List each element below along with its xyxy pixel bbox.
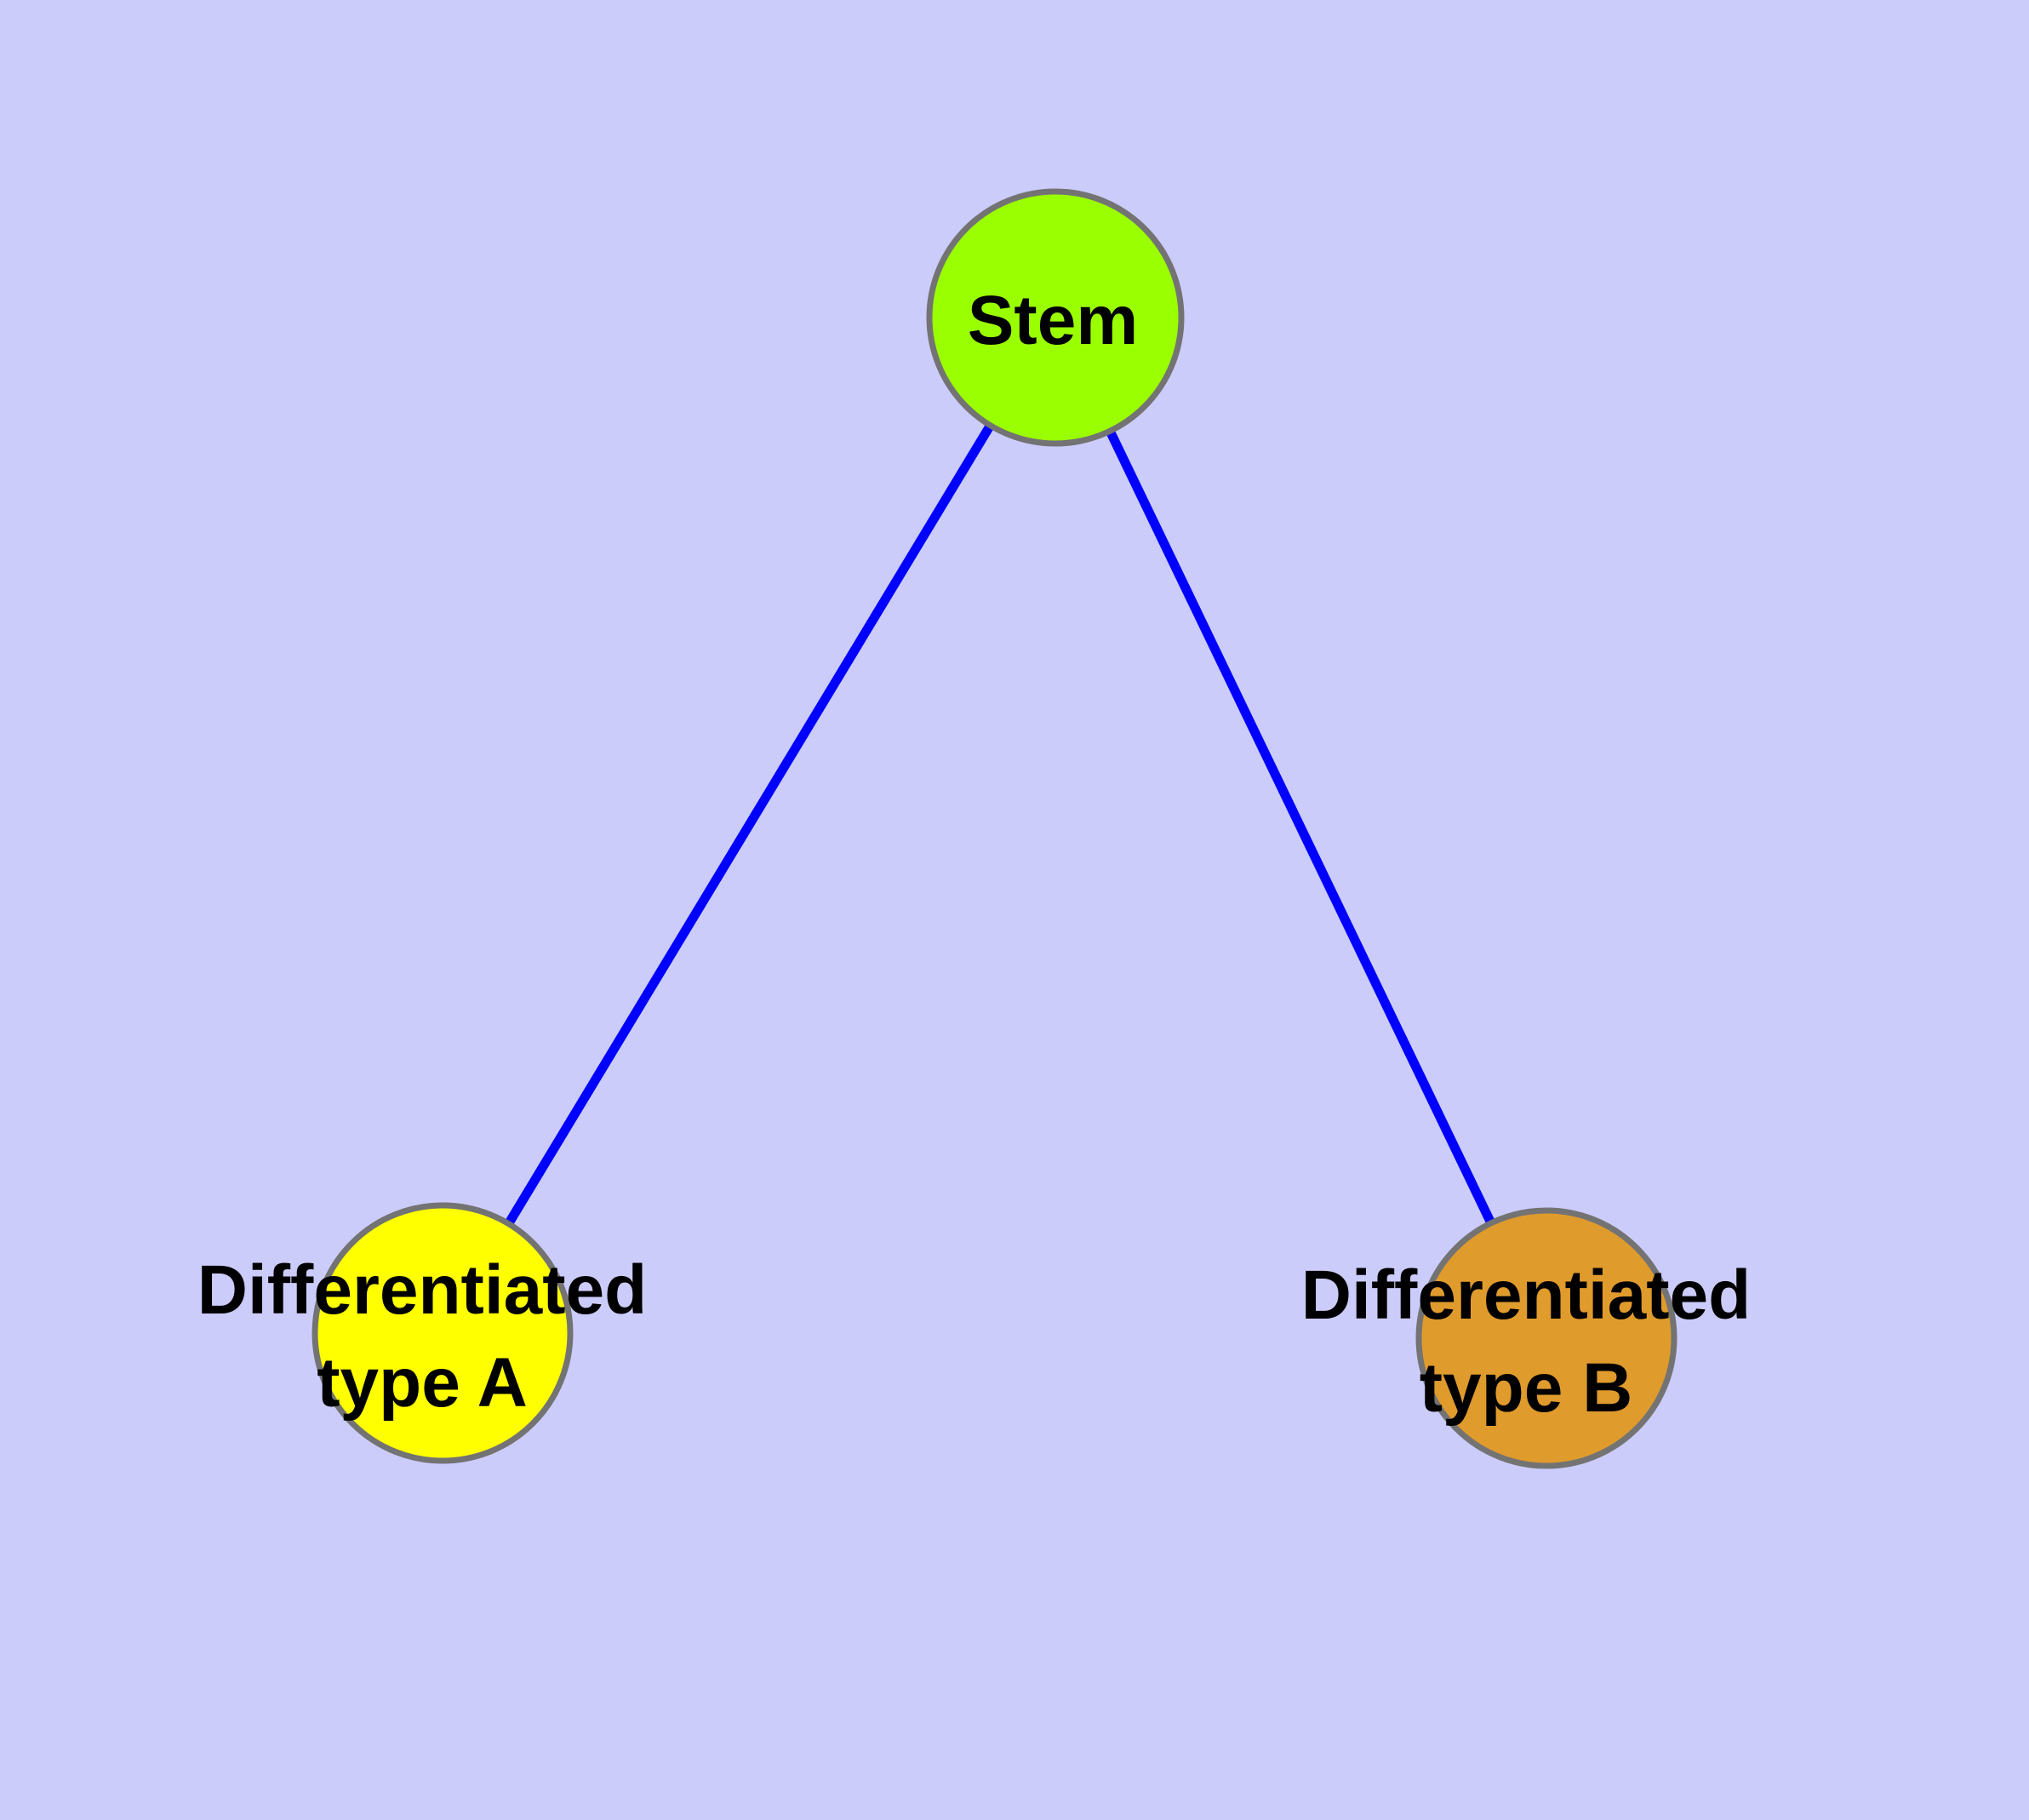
node-circle-diff_b[interactable] [1415, 1207, 1677, 1469]
node-label-line: type A [317, 1344, 528, 1422]
node-label-line: Differentiated [197, 1251, 648, 1329]
node-circle-diff_a[interactable] [311, 1202, 574, 1464]
node-label-line: Differentiated [1301, 1256, 1752, 1334]
nodes-layer [311, 188, 1677, 1469]
edge-stem-to-diff-b [1104, 426, 1497, 1228]
node-label-diff_b: Differentiated type B [1301, 1256, 1752, 1427]
edges-layer [502, 420, 1497, 1229]
edge-stem-to-diff-a [502, 420, 997, 1229]
node-label-line: type B [1420, 1349, 1633, 1427]
node-circle-stem[interactable] [926, 188, 1185, 447]
node-label-stem: Stem [968, 282, 1139, 359]
node-label-diff_a: Differentiated type A [197, 1251, 648, 1422]
node-label-line: Stem [968, 282, 1139, 359]
